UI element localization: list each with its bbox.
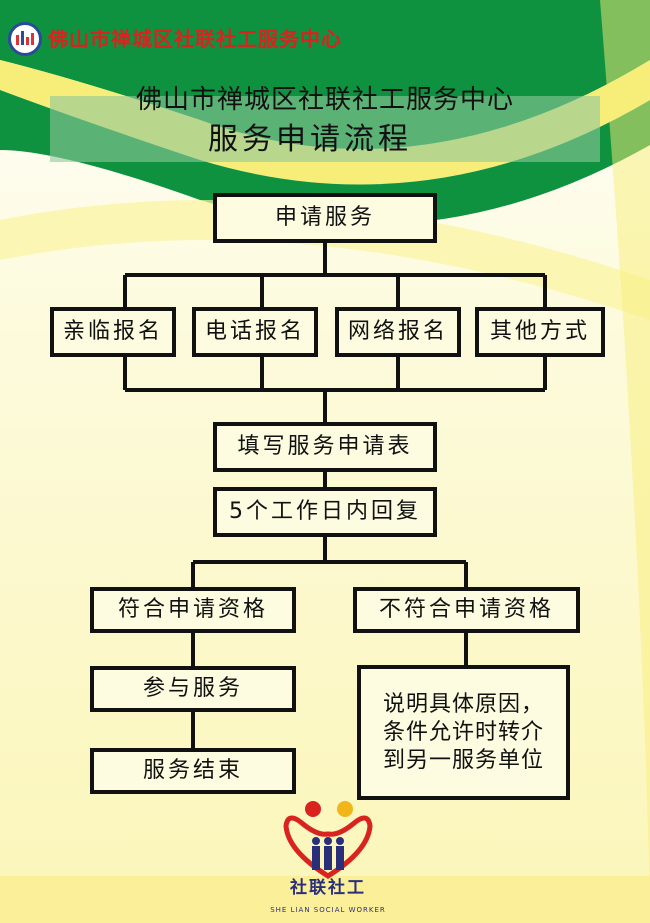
organization-seal-icon bbox=[8, 22, 42, 56]
step-fill-form: 填写服务申请表 bbox=[213, 422, 437, 472]
channel-other: 其他方式 bbox=[475, 307, 605, 357]
title-line2: 服务申请流程 bbox=[208, 122, 412, 157]
referral-line: 到另一服务单位 bbox=[382, 747, 544, 773]
header: 佛山市禅城区社联社工服务中心 bbox=[8, 22, 342, 56]
referral-line: 说明具体原因， bbox=[382, 691, 544, 717]
step-referral: 说明具体原因， 条件允许时转介 到另一服务单位 bbox=[357, 665, 570, 800]
logo-english: SHE LIAN SOCIAL WORKER bbox=[270, 906, 386, 914]
title-line1: 佛山市禅城区社联社工服务中心 bbox=[135, 85, 514, 115]
logo-icon bbox=[283, 801, 373, 879]
step-reply: 5个工作日内回复 bbox=[213, 487, 437, 537]
header-org-name: 佛山市禅城区社联社工服务中心 bbox=[48, 27, 342, 51]
step-not-eligible: 不符合申请资格 bbox=[353, 587, 580, 633]
channel-online: 网络报名 bbox=[335, 307, 461, 357]
channel-in-person: 亲临报名 bbox=[50, 307, 176, 357]
step-participate: 参与服务 bbox=[90, 666, 296, 712]
step-apply-service: 申请服务 bbox=[213, 193, 437, 243]
step-eligible: 符合申请资格 bbox=[90, 587, 296, 633]
logo-name: 社联社工 bbox=[290, 878, 366, 898]
channel-phone: 电话报名 bbox=[192, 307, 318, 357]
referral-line: 条件允许时转介 bbox=[382, 719, 544, 745]
step-end: 服务结束 bbox=[90, 748, 296, 794]
